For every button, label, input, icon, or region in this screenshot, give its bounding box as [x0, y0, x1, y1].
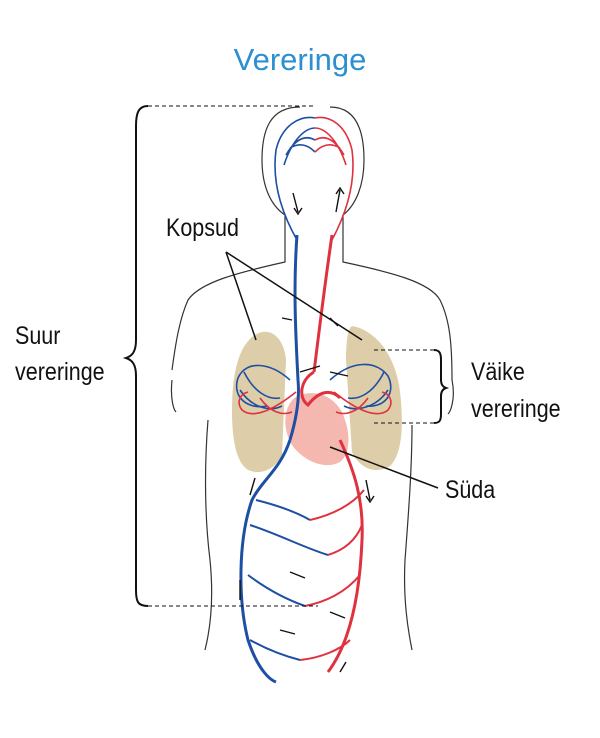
systemic-brace: [122, 105, 149, 607]
lungs-pointer-left: [225, 251, 257, 341]
left-lung: [232, 331, 286, 473]
main-vessels: [239, 234, 364, 684]
label-systemic-line1: Suur: [15, 322, 61, 350]
left-arm-outline: [170, 379, 213, 651]
label-systemic-line2: vereringe: [15, 358, 105, 386]
heart-shape: [285, 393, 349, 466]
label-pulmonary-line2: vereringe: [471, 395, 561, 423]
heart-pointer: [329, 446, 439, 489]
right-arm-outline: [403, 379, 454, 651]
label-pulmonary-line1: Väike: [471, 358, 525, 386]
body-outline: [171, 106, 453, 381]
head-capillaries: [274, 116, 354, 241]
right-lung: [346, 326, 402, 471]
label-heart: Süda: [445, 476, 496, 504]
lungs-pointer-right: [225, 251, 363, 341]
lung-capillaries: [235, 363, 392, 415]
label-lungs: Kopsud: [166, 214, 239, 242]
body-capillaries: [247, 489, 365, 661]
pulmonary-brace: [433, 349, 450, 424]
diagram-title: Vereringe: [233, 42, 367, 77]
